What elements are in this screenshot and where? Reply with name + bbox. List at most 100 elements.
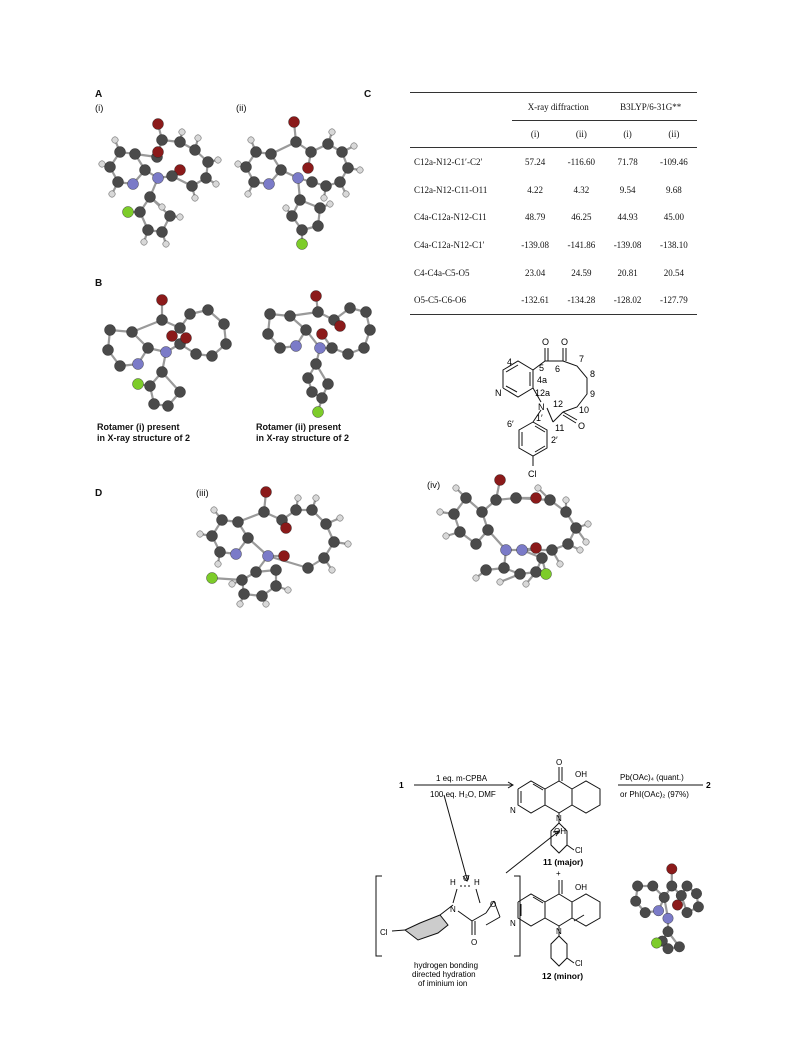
atom bbox=[164, 210, 176, 222]
atom bbox=[278, 550, 290, 562]
table-cell: 4.32 bbox=[573, 184, 590, 195]
atom bbox=[174, 322, 186, 334]
atom bbox=[166, 330, 178, 342]
atom bbox=[114, 146, 126, 158]
atom bbox=[284, 586, 292, 594]
atom bbox=[284, 310, 296, 322]
atom bbox=[328, 536, 340, 548]
caption-rotamer-i: Rotamer (i) present in X-ray structure o… bbox=[97, 422, 191, 443]
subheader: (ii) bbox=[558, 120, 605, 148]
atom bbox=[658, 891, 670, 903]
locant: 2′ bbox=[551, 435, 558, 445]
atom bbox=[104, 324, 116, 336]
compound-label-minor: 12 (minor) bbox=[542, 971, 583, 981]
atom bbox=[536, 552, 548, 564]
atom bbox=[490, 494, 502, 506]
atom bbox=[312, 306, 324, 318]
molecule-3d-panel-b-rotamer-i bbox=[102, 294, 232, 412]
atom bbox=[236, 600, 244, 608]
ts-atom-label: N bbox=[450, 905, 456, 914]
atom bbox=[336, 514, 344, 522]
atom bbox=[156, 366, 168, 378]
atom bbox=[534, 484, 542, 492]
atom bbox=[320, 518, 332, 530]
atom bbox=[286, 210, 298, 222]
atom bbox=[666, 880, 678, 892]
atom bbox=[156, 314, 168, 326]
atom bbox=[275, 164, 287, 176]
atom bbox=[514, 568, 526, 580]
atom bbox=[500, 544, 512, 556]
atom bbox=[290, 340, 302, 352]
atom bbox=[312, 220, 324, 232]
atom bbox=[290, 136, 302, 148]
locant: 6′ bbox=[507, 419, 514, 429]
atom bbox=[112, 176, 124, 188]
locant: 11 bbox=[555, 423, 564, 433]
atom bbox=[142, 342, 154, 354]
atom-label: N bbox=[495, 388, 502, 398]
atom bbox=[214, 546, 226, 558]
atom bbox=[184, 308, 196, 320]
atom bbox=[320, 194, 328, 202]
atom bbox=[358, 342, 370, 354]
ts-atom-label: O bbox=[463, 874, 469, 883]
atom bbox=[326, 200, 334, 208]
atom bbox=[152, 172, 164, 184]
atom bbox=[210, 506, 218, 514]
atom bbox=[582, 538, 590, 546]
reagent-text: 1 eq. m-CPBA bbox=[436, 774, 488, 783]
atom bbox=[108, 190, 116, 198]
atom bbox=[647, 880, 659, 892]
atom bbox=[104, 161, 116, 173]
atom-label: OH bbox=[554, 827, 566, 836]
atom bbox=[562, 538, 574, 550]
reagent-text: Pb(OAc)₄ (quant.) bbox=[620, 773, 684, 782]
atom bbox=[230, 548, 242, 560]
table-cell: 20.54 bbox=[663, 267, 684, 278]
atom bbox=[306, 504, 318, 516]
atom bbox=[206, 350, 218, 362]
ts-atom-label: O bbox=[490, 900, 496, 909]
molecule-3d-panel-a-rotamer-i bbox=[98, 118, 222, 248]
atom bbox=[111, 136, 119, 144]
atom bbox=[472, 574, 480, 582]
locant: 5 bbox=[539, 363, 544, 373]
subheader: (ii) bbox=[650, 120, 697, 148]
group-header-xray: X-ray diffraction bbox=[512, 92, 605, 121]
atom bbox=[300, 324, 312, 336]
table-cell: 9.54 bbox=[619, 184, 636, 195]
atom bbox=[158, 203, 166, 211]
table-cell: 20.81 bbox=[617, 267, 638, 278]
atom bbox=[364, 324, 376, 336]
atom bbox=[452, 484, 460, 492]
locant: 1′ bbox=[536, 413, 543, 423]
atom bbox=[270, 580, 282, 592]
table-cell: -128.02 bbox=[604, 286, 651, 316]
atom-label: N bbox=[556, 814, 562, 823]
atom bbox=[178, 128, 186, 136]
atom bbox=[262, 328, 274, 340]
atom bbox=[262, 600, 270, 608]
atom bbox=[236, 574, 248, 586]
atom bbox=[302, 162, 314, 174]
atom bbox=[540, 568, 552, 580]
table-cell: 23.04 bbox=[524, 267, 546, 278]
atom bbox=[140, 238, 148, 246]
atom bbox=[114, 360, 126, 372]
table-cell: -139.08 bbox=[521, 239, 549, 250]
atom bbox=[263, 178, 275, 190]
atom bbox=[162, 400, 174, 412]
atom bbox=[232, 516, 244, 528]
atom bbox=[132, 358, 144, 370]
table-cell: -127.79 bbox=[650, 286, 697, 316]
atom bbox=[160, 346, 172, 358]
atom bbox=[639, 907, 651, 919]
table-cell: 9.68 bbox=[665, 184, 682, 195]
atom-label: O bbox=[542, 337, 549, 347]
atom bbox=[448, 508, 460, 520]
atom bbox=[494, 474, 506, 486]
group-header-dft: B3LYP/6-31G** bbox=[604, 92, 697, 121]
